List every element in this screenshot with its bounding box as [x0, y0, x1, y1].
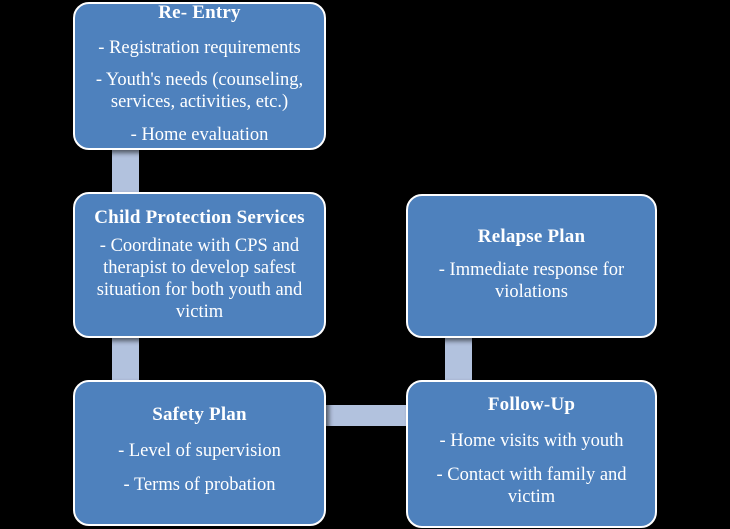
connector-safety-to-follow-up: [316, 405, 414, 426]
node-safety-line-2: - Terms of probation: [123, 475, 276, 496]
node-re-entry-line-1: - Registration requirements: [98, 38, 301, 58]
node-child-protection-services[interactable]: Child Protection Services - Coordinate w…: [73, 192, 326, 338]
node-relapse-plan[interactable]: Relapse Plan - Immediate response for vi…: [406, 194, 657, 338]
node-follow-up-line-1: - Home visits with youth: [439, 431, 624, 452]
node-re-entry-line-3: - Home evaluation: [130, 124, 269, 145]
node-re-entry[interactable]: Re- Entry - Registration requirements - …: [73, 2, 326, 150]
node-relapse-title: Relapse Plan: [477, 225, 586, 247]
node-relapse-line-1: - Immediate response for violations: [438, 259, 625, 302]
node-safety-line-1: - Level of supervision: [118, 441, 281, 462]
node-re-entry-line-2: - Youth's needs (counseling, services, a…: [95, 70, 304, 113]
connector-relapse-to-follow-up: [445, 330, 472, 384]
node-re-entry-title: Re- Entry: [158, 2, 241, 24]
node-follow-up[interactable]: Follow-Up - Home visits with youth - Con…: [406, 380, 657, 528]
connector-cps-to-safety-plan: [112, 330, 139, 384]
node-cps-title: Child Protection Services: [94, 206, 305, 228]
node-cps-line-1: - Coordinate with CPS and therapist to d…: [96, 235, 303, 323]
node-safety-plan[interactable]: Safety Plan - Level of supervision - Ter…: [73, 380, 326, 526]
node-safety-title: Safety Plan: [152, 404, 247, 426]
node-follow-up-line-2: - Contact with family and victim: [436, 465, 627, 508]
node-follow-up-title: Follow-Up: [487, 394, 576, 416]
